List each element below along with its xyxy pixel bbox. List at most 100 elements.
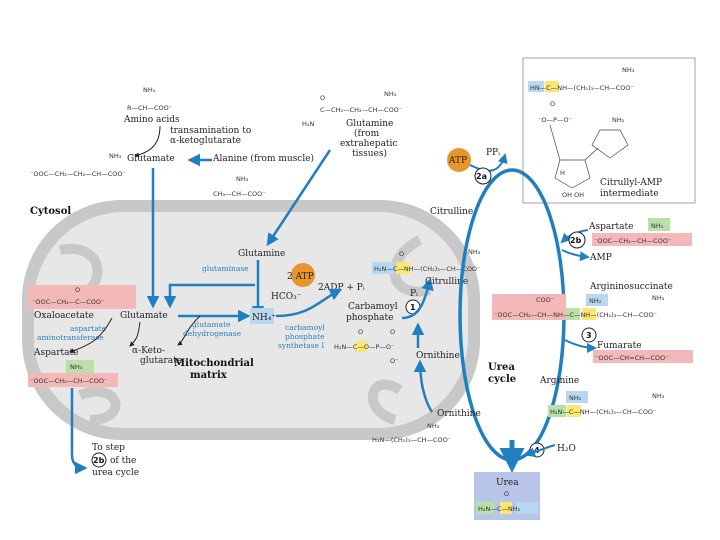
aspartate-export-arrow <box>70 388 88 475</box>
argininosuccinate-label: Argininosuccinate <box>589 282 673 292</box>
camp-link-2 <box>584 147 599 161</box>
citrulline-c-highlight <box>396 262 410 274</box>
arginine-nh3: NH₃ <box>652 392 665 400</box>
camp-o: O <box>550 100 555 108</box>
step-2a-number: 2a <box>476 172 487 181</box>
glutamate-top-label: Glutamate <box>127 154 175 164</box>
arginine-h2n-highlight <box>548 405 566 417</box>
aspartate-right-label: Aspartate <box>588 222 633 232</box>
citrullyl-amp-label-1: Citrullyl-AMP <box>600 178 662 188</box>
nh4-label: NH₄⁺ <box>252 313 276 323</box>
to-step-label-1: To step <box>92 443 125 453</box>
gdh-label-1: glutamate <box>192 320 231 329</box>
camp-formula: HN—C—NH—(CH₂)₃—CH—COO⁻ <box>530 84 634 92</box>
transamination-label-2: α-ketoglutarate <box>170 136 241 146</box>
aspartate-nh3-highlight <box>66 360 94 373</box>
to-step-label-4: urea cycle <box>92 468 139 478</box>
camp-oh: OH OH <box>562 191 584 199</box>
asp-right-nh3-highlight <box>648 218 670 231</box>
carbamoyl-o-top: O <box>358 328 363 336</box>
camp-link <box>549 124 561 161</box>
aspartate-left-label: Aspartate <box>33 348 78 358</box>
arginine-formula: H₂N—C—NH—(CH₂)₃—CH—COO⁻ <box>550 408 656 416</box>
argsucc-c-highlight <box>582 308 596 320</box>
glutamine-formula: C—CH₂—CH₂—CH—COO⁻ <box>320 106 402 114</box>
step-1-arrow <box>401 277 434 320</box>
to-step-label-3: of the <box>110 456 136 466</box>
aspartate-left-highlight <box>28 373 118 387</box>
carbamoyl-formula: H₂N—C—O—P—O⁻ <box>334 343 394 351</box>
argsucc-nh2: NH₂ <box>589 297 602 305</box>
fumarate-highlight <box>593 350 693 363</box>
transamination-arrow <box>134 125 161 158</box>
citrulline-cyto-label: Citrulline <box>430 207 473 217</box>
ornithine-to-mito-arrow <box>413 359 434 413</box>
glutamate-mito-label: Glutamate <box>120 311 168 321</box>
glutamate-nh3: NH₃ <box>109 152 122 160</box>
atp-cyto-circle <box>447 148 471 172</box>
citrulline-o: O <box>399 250 404 258</box>
ornithine-nh3: NH₃ <box>427 422 440 430</box>
asp-right-formula: ⁻OOC—CH₂—CH—COO⁻ <box>594 237 671 245</box>
ribose-ring <box>554 159 591 189</box>
argsucc-nh-highlight <box>566 308 580 320</box>
glutamine-h2n: H₂N <box>302 120 314 128</box>
step-2b-ref-circle <box>91 452 107 468</box>
asp-aminotransferase-1: aspartate <box>70 324 107 333</box>
step-1-number: 1 <box>410 303 416 312</box>
gdh-label-2: dehydrogenase <box>183 329 242 338</box>
step-3-circle <box>581 327 597 343</box>
urea-h2n-highlight <box>476 502 494 514</box>
glutamine-top-label-1: Glutamine <box>346 119 393 129</box>
asp-right-nh3: NH₃ <box>651 222 664 230</box>
arginine-nh2-highlight <box>566 391 588 403</box>
glutamine-to-mito-arrow <box>266 149 332 247</box>
carbamoyl-phosphate-label-1: Carbamoyl <box>348 302 398 312</box>
adp-label: 2ADP + Pᵢ <box>318 283 365 293</box>
glutaminase-arrow-left <box>163 283 255 309</box>
camp-nh2: NH₂ <box>612 116 625 124</box>
mito-matrix-label-2: matrix <box>190 370 228 381</box>
oxaloacetate-formula: ⁻OOC—CH₂—C—COO⁻ <box>32 298 104 306</box>
camp-hn-highlight <box>528 81 544 92</box>
cps-label-3: synthetase I <box>278 341 324 350</box>
urea-o: O <box>504 490 509 498</box>
oxaloacetate-highlight <box>28 285 136 309</box>
alanine-label: Alanine (from muscle) <box>212 153 314 164</box>
ornithine-formula: H₃N—(CH₂)₃—CH—COO⁻ <box>372 436 451 444</box>
amino-acid-nh3: NH₃ <box>143 86 156 94</box>
oxaloacetate-o: O <box>75 286 80 294</box>
h2o-in-arrow <box>525 444 556 457</box>
pi-label: Pᵢ <box>410 289 418 299</box>
h2o-label: H₂O <box>557 444 576 454</box>
camp-c-highlight <box>545 81 559 92</box>
camp-h: H <box>560 169 565 177</box>
ornithine-mito-label: Ornithine <box>416 351 460 361</box>
adenine-ring <box>591 129 629 159</box>
atp-cyto-label: ATP <box>448 156 467 166</box>
amp-label: AMP <box>589 253 612 263</box>
a-ketoglutarate-1: α-Keto- <box>132 346 165 356</box>
urea-formula: H₂N—C—NH₂ <box>478 505 521 513</box>
arginine-label: Arginine <box>539 376 579 386</box>
hco3-label: HCO₃⁻ <box>271 292 302 302</box>
glutamine-mito-label: Glutamine <box>238 249 285 259</box>
carbamoyl-o-top2: O <box>390 328 395 336</box>
arginine-nh2: NH₂ <box>569 394 582 402</box>
step-2b-ref-number: 2b <box>93 456 105 465</box>
carbamoyl-phosphate-label-2: phosphate <box>346 313 393 323</box>
carbamoyl-c-highlight <box>355 341 367 352</box>
camp-nh3: NH₃ <box>622 66 635 74</box>
fumarate-label: Fumarate <box>597 341 642 351</box>
a-ketoglutarate-2: glutarate <box>140 356 182 366</box>
glutamine-top-label-2: (from <box>354 128 380 139</box>
oxaloacetate-label: Oxaloacetate <box>34 311 94 321</box>
citrulline-mito-label: Citrulline <box>425 277 468 287</box>
argsucc-nh3: NH₃ <box>652 294 665 302</box>
fumarate-formula: ⁻OOC—CH=CH—COO⁻ <box>595 354 669 362</box>
asp-right-highlight <box>592 233 692 246</box>
aspartate-left-nh3: NH₃ <box>70 363 83 371</box>
mito-matrix-label-1: Mitochondrial <box>174 358 254 369</box>
cps-arrow <box>275 288 343 318</box>
